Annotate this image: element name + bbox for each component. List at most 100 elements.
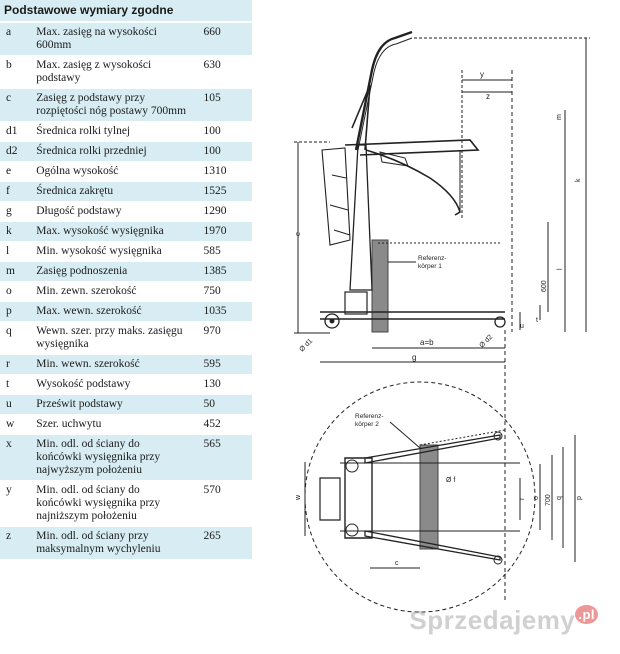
row-description: Min. odl. od ściany do końcówki wysięgni…	[30, 434, 190, 481]
row-description: Min. zewn. szerokość	[30, 281, 190, 302]
dim-g-label: g	[412, 353, 416, 362]
row-key: a	[0, 22, 31, 56]
row-value: 1310	[189, 161, 252, 182]
row-value: 100	[189, 141, 252, 162]
row-value: 50	[189, 394, 252, 415]
row-description: Średnica rolki tylnej	[30, 121, 190, 142]
row-key: c	[0, 88, 31, 122]
row-value: 660	[189, 22, 252, 56]
rear-wheel	[324, 313, 340, 329]
row-value: 452	[189, 414, 252, 435]
row-value: 630	[189, 55, 252, 89]
row-description: Średnica zakrętu	[30, 181, 190, 202]
row-key: e	[0, 161, 31, 182]
row-key: d2	[0, 141, 31, 162]
dim-o-label: o	[533, 496, 540, 500]
dim-r-label: r	[519, 497, 526, 500]
row-key: m	[0, 261, 31, 282]
watermark-suffix: .pl	[575, 605, 598, 625]
row-value: 130	[189, 374, 252, 395]
dim-600-label: 600	[541, 280, 548, 292]
row-description: Długość podstawy	[30, 201, 190, 222]
reference-body-2-label-line2: körper 2	[355, 421, 379, 428]
dim-700-label: 700	[545, 494, 552, 506]
row-value: 100	[189, 121, 252, 142]
row-value: 565	[189, 434, 252, 481]
row-value: 1385	[189, 261, 252, 282]
row-key: g	[0, 201, 31, 222]
row-description: Max. zasięg na wysokości 600mm	[30, 22, 190, 56]
dim-w-label: w	[295, 494, 302, 501]
row-key: o	[0, 281, 31, 302]
row-key: y	[0, 480, 31, 527]
dim-l-label: l	[557, 268, 564, 270]
side-view: e k m l 600 y z a=b g t u Ø d1 Ø d2 Refe…	[294, 30, 590, 363]
row-key: r	[0, 354, 31, 375]
row-description: Min. wysokość wysięgnika	[30, 241, 190, 262]
row-description: Wewn. szer. przy maks. zasięgu wysięgnik…	[30, 321, 190, 355]
row-description: Wysokość podstawy	[30, 374, 190, 395]
dim-u-label: u	[520, 323, 524, 330]
row-key: p	[0, 301, 31, 322]
row-key: d1	[0, 121, 31, 142]
dim-c-label: c	[395, 560, 399, 567]
reference-body-1	[371, 239, 389, 333]
row-key: b	[0, 55, 31, 89]
dim-t-label: t	[536, 317, 538, 324]
table-header-row: Podstawowe wymiary zgodne	[0, 0, 252, 23]
watermark-text: Sprzedajemy	[409, 605, 576, 635]
row-value: 970	[189, 321, 252, 355]
row-description: Zasięg podnoszenia	[30, 261, 190, 282]
row-description: Prześwit podstawy	[30, 394, 190, 415]
front-wheel	[494, 316, 506, 328]
row-value: 750	[189, 281, 252, 302]
reference-body-1-label-line2: körper 1	[418, 263, 442, 270]
dim-f-label: Ø f	[446, 477, 455, 484]
dim-d1-label: Ø d1	[298, 338, 314, 354]
row-value: 1525	[189, 181, 252, 202]
top-view: w r o 700 q p c Ø f Referenz- körper 2	[295, 330, 583, 613]
row-description: Ogólna wysokość	[30, 161, 190, 182]
row-key: z	[0, 526, 31, 560]
row-key: t	[0, 374, 31, 395]
dim-ab-label: a=b	[420, 338, 434, 347]
row-value: 595	[189, 354, 252, 375]
row-value: 1970	[189, 221, 252, 242]
lift-technical-drawing: e k m l 600 y z a=b g t u Ø d1 Ø d2 Refe…	[294, 30, 590, 613]
table-title: Podstawowe wymiary zgodne	[0, 0, 252, 23]
dim-d2-label: Ø d2	[478, 334, 494, 350]
reference-body-2	[419, 444, 439, 550]
row-value: 1290	[189, 201, 252, 222]
row-description: Max. wysokość wysięgnika	[30, 221, 190, 242]
dim-e-label: e	[295, 232, 302, 236]
row-key: x	[0, 434, 31, 481]
row-key: u	[0, 394, 31, 415]
row-description: Zasięg z podstawy przy rozpiętości nóg p…	[30, 88, 190, 122]
row-value: 585	[189, 241, 252, 262]
row-description: Min. odl. od ściany przy maksymalnym wyc…	[30, 526, 190, 560]
dim-m-label: m	[556, 114, 563, 120]
row-key: k	[0, 221, 31, 242]
row-description: Max. wewn. szerokość	[30, 301, 190, 322]
dim-k-label: k	[575, 178, 582, 182]
row-key: l	[0, 241, 31, 262]
reference-body-1-label-line1: Referenz-	[418, 255, 447, 262]
row-value: 1035	[189, 301, 252, 322]
row-description: Średnica rolki przedniej	[30, 141, 190, 162]
